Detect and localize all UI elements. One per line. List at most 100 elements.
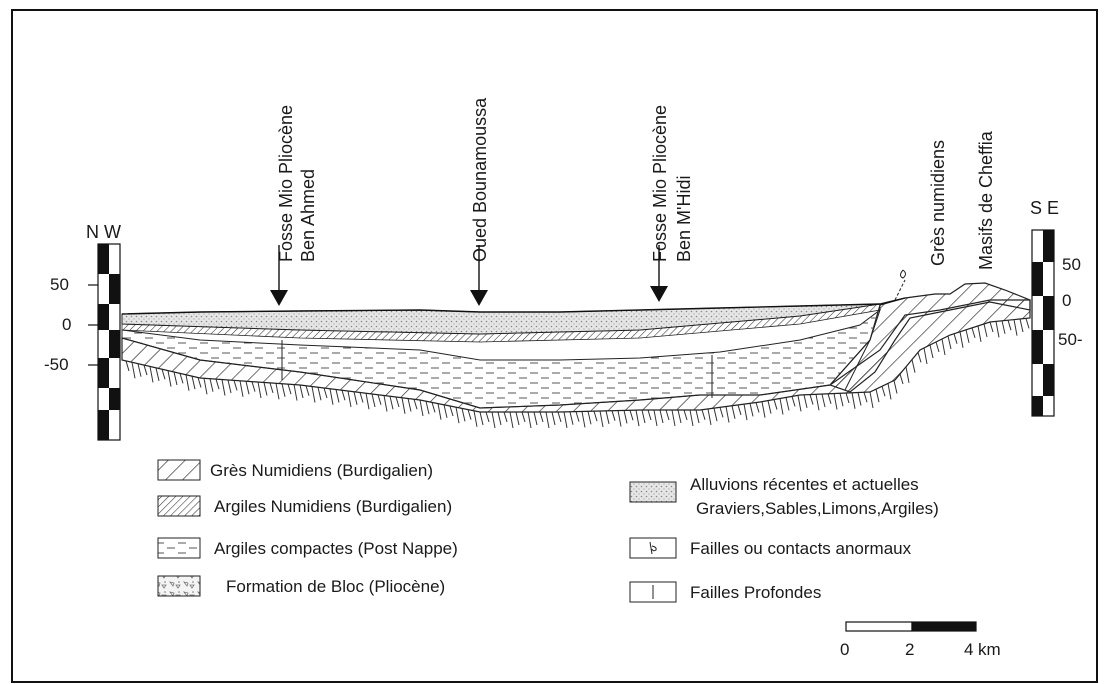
- fringe-tick: [672, 410, 675, 426]
- fringe-tick: [840, 393, 843, 406]
- fringe-tick: [1014, 320, 1017, 336]
- fringe-tick: [306, 386, 309, 396]
- fringe-tick: [528, 412, 531, 428]
- fringe-tick: [258, 382, 261, 398]
- right-tick-50-minus: 50-: [1058, 330, 1083, 349]
- left-tick-50: 50: [50, 275, 69, 294]
- fringe-tick: [666, 410, 669, 420]
- legend-swatch-gres-numidiens: [158, 460, 200, 480]
- fringe-tick: [168, 371, 171, 387]
- fringe-tick: [348, 391, 351, 407]
- annotation-fosse-ben-mhidi: Fosse Mio Pliocène Ben M'Hidi: [650, 105, 694, 302]
- fringe-tick: [948, 336, 951, 349]
- fringe-tick: [402, 398, 405, 414]
- fringe-tick: [540, 412, 543, 422]
- fringe-tick: [942, 339, 945, 355]
- section-body: [122, 270, 1030, 428]
- fringe-tick: [534, 412, 537, 425]
- fringe-tick: [738, 405, 741, 415]
- fringe-tick: [414, 399, 417, 409]
- fringe-tick: [150, 366, 153, 382]
- fringe-tick: [240, 381, 243, 397]
- fringe-tick: [432, 402, 435, 412]
- legend-swatch-failles-contacts: [630, 538, 676, 558]
- fringe-tick: [846, 393, 849, 403]
- fringe-tick: [918, 352, 921, 362]
- fringe-tick: [966, 330, 969, 343]
- fringe-tick: [180, 373, 183, 383]
- fringe-tick: [876, 389, 879, 402]
- fringe-tick: [360, 393, 363, 403]
- fringe-tick: [330, 389, 333, 405]
- fringe-tick: [1026, 318, 1029, 328]
- legend-label-gres-numidiens: Grès Numidiens (Burdigalien): [210, 461, 433, 480]
- fringe-tick: [798, 395, 801, 411]
- fringe-tick: [546, 412, 549, 428]
- legend-swatch-argiles-numidiens: [158, 496, 200, 516]
- fringe-tick: [318, 387, 321, 400]
- fringe-tick: [600, 411, 603, 427]
- legend-label-failles-contacts: Failles ou contacts anormaux: [690, 539, 912, 558]
- fringe-tick: [978, 326, 981, 342]
- fringe-tick: [294, 385, 297, 401]
- legend-swatch-alluvions: [630, 482, 676, 502]
- scale-tick-2: 2: [905, 640, 914, 659]
- fringe-tick: [924, 348, 927, 364]
- fringe-tick: [894, 380, 897, 393]
- fringe-tick: [858, 393, 861, 406]
- fringe-tick: [576, 412, 579, 422]
- fringe-tick: [354, 392, 357, 405]
- scale-tick-4: 4: [964, 640, 973, 659]
- fringe-tick: [438, 404, 441, 420]
- fringe-tick: [780, 399, 783, 415]
- fringe-tick: [642, 410, 645, 423]
- fringe-tick: [474, 411, 477, 427]
- fringe-tick: [156, 368, 159, 381]
- fringe-tick: [984, 324, 987, 337]
- fringe-tick: [408, 399, 411, 412]
- fringe-tick: [252, 382, 255, 392]
- fringe-tick: [1020, 319, 1023, 332]
- fringe-tick: [624, 410, 627, 423]
- fringe-tick: [246, 381, 249, 394]
- fringe-tick: [144, 365, 147, 375]
- legend-label-alluvions-2: Graviers,Sables,Limons,Argiles): [696, 499, 939, 518]
- right-scale-column: [1032, 230, 1054, 416]
- fringe-tick: [750, 403, 753, 416]
- legend-swatch-argiles-compactes: [158, 538, 200, 558]
- fringe-tick: [606, 411, 609, 424]
- fringe-tick: [906, 367, 909, 383]
- fringe-tick: [312, 387, 315, 403]
- fringe-tick: [498, 412, 501, 425]
- fringe-tick: [690, 410, 693, 426]
- fringe-tick: [792, 396, 795, 406]
- fringe-tick: [552, 412, 555, 425]
- fringe-tick: [834, 394, 837, 410]
- fringe-tick: [774, 400, 777, 410]
- fringe-tick: [558, 412, 561, 422]
- fringe-tick: [468, 410, 471, 420]
- fringe-tick: [1002, 321, 1005, 334]
- fringe-tick: [228, 380, 231, 393]
- fringe-tick: [870, 392, 873, 408]
- fringe-tick: [210, 379, 213, 392]
- fringe-tick: [990, 322, 993, 332]
- fringe-tick: [138, 364, 141, 377]
- fringe-tick: [744, 404, 747, 420]
- fringe-tick: [480, 412, 483, 425]
- fringe-tick: [378, 395, 381, 405]
- fringe-tick: [444, 405, 447, 418]
- fringe-tick: [684, 410, 687, 420]
- right-end-label: S E: [1030, 198, 1059, 218]
- fringe-tick: [456, 407, 459, 423]
- fringe-tick: [384, 396, 387, 412]
- fringe-tick: [726, 407, 729, 423]
- scale-unit: km: [978, 640, 1001, 659]
- fringe-tick: [828, 394, 831, 404]
- fringe-tick: [462, 408, 465, 421]
- left-end-label: N W: [86, 222, 121, 242]
- legend-label-failles-profondes: Failles Profondes: [690, 583, 821, 602]
- fringe-tick: [648, 410, 651, 420]
- fringe-tick: [420, 400, 423, 416]
